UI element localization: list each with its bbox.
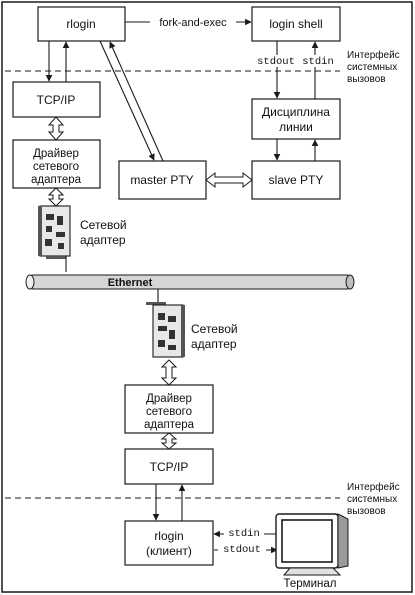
syscall-top-line1: Интерфейс [347, 49, 400, 61]
slave-pty-label: slave PTY [269, 173, 324, 187]
adapter-bottom-line1: Сетевой [191, 322, 238, 336]
rlogin-client-box: rlogin (клиент) [124, 520, 214, 566]
driver-bottom-line2: сетевого [146, 406, 192, 418]
slave-pty-box: slave PTY [251, 160, 341, 200]
syscall-bottom-line3: вызовов [347, 506, 386, 517]
adapter-top-line2: адаптер [80, 233, 126, 247]
network-card-bottom-icon [146, 289, 185, 358]
stdout-bottom-bg [218, 543, 266, 555]
syscall-top-line3: вызовов [347, 74, 386, 85]
stdin-top-bg [298, 55, 338, 67]
terminal-label: Терминал [284, 578, 337, 590]
terminal-monitor-icon [275, 513, 349, 576]
stdout-bottom-label: stdout [223, 544, 261, 556]
rlogin-client-line2: (клиент) [146, 544, 192, 558]
syscall-bottom-line1: Интерфейс [347, 481, 400, 493]
ethernet-label: Ethernet [108, 277, 153, 289]
tcpip-driver-top-double-arrow [47, 116, 65, 141]
card-driver-bottom-double-arrow [160, 359, 178, 386]
stdin-bottom-bg [224, 527, 264, 539]
driver-top-line2: сетевого [33, 161, 79, 173]
stdout-top-bg [253, 55, 301, 67]
rlogin-label: rlogin [66, 17, 95, 31]
adapter-top-line1: Сетевой [80, 218, 127, 232]
discipline-line1: Дисциплина [262, 105, 330, 119]
master-slave-double-arrow [205, 171, 253, 189]
adapter-bottom-line2: адаптер [191, 337, 237, 351]
ethernet-cable: Ethernet [25, 274, 355, 290]
master-pty-label: master PTY [130, 173, 193, 187]
rlogin-to-master-pty-arrow [99, 40, 155, 161]
discipline-box: Дисциплина линии [251, 98, 341, 140]
tcpip-top-box: TCP/IP [12, 81, 101, 118]
driver-bottom-line1: Драйвер [146, 393, 192, 405]
driver-bottom-line3: адаптера [144, 419, 195, 431]
network-card-top-icon [38, 205, 71, 272]
stdin-top-label: stdin [302, 56, 334, 68]
syscall-top-line2: системных [347, 62, 397, 73]
discipline-line2: линии [279, 120, 313, 134]
driver-card-top-double-arrow [47, 187, 65, 207]
login-shell-label: login shell [269, 17, 322, 31]
tcpip-bottom-box: TCP/IP [124, 448, 214, 485]
master-pty-box: master PTY [118, 160, 207, 200]
stdin-bottom-label: stdin [228, 528, 260, 540]
tcpip-bottom-label: TCP/IP [150, 460, 189, 474]
driver-bottom-box: Драйвер сетевого адаптера [124, 384, 214, 434]
rlogin-box: rlogin [37, 6, 126, 42]
driver-top-box: Драйвер сетевого адаптера [12, 139, 101, 189]
driver-top-line3: адаптера [31, 174, 82, 186]
stdout-top-label: stdout [257, 56, 295, 68]
fork-label-bg [150, 15, 236, 29]
driver-tcpip-bottom-double-arrow [160, 432, 178, 450]
fork-and-exec-label: fork-and-exec [159, 17, 227, 29]
master-pty-to-rlogin-arrow [109, 41, 164, 162]
syscall-bottom-line2: системных [347, 494, 397, 505]
driver-top-line1: Драйвер [33, 148, 79, 160]
rlogin-client-line1: rlogin [154, 529, 183, 543]
tcpip-top-label: TCP/IP [37, 93, 76, 107]
login-shell-box: login shell [251, 6, 341, 42]
